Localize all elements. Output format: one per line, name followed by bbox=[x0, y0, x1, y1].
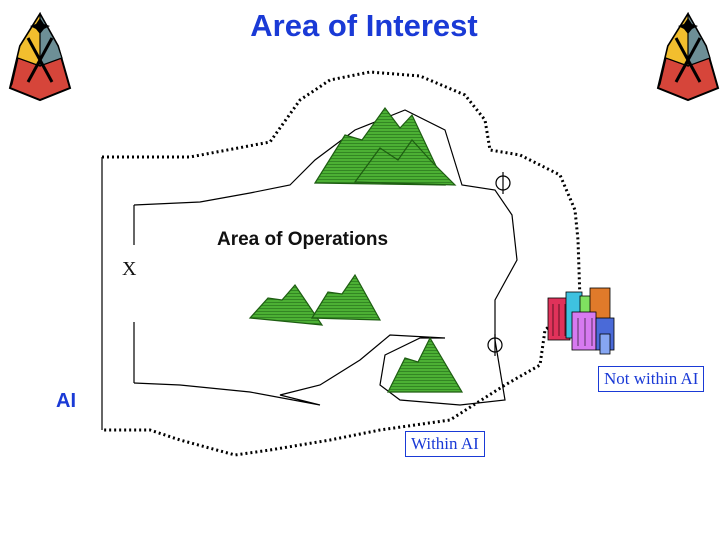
city-buildings-icon bbox=[547, 287, 615, 355]
unit-insignia-icon bbox=[8, 11, 72, 102]
area-of-operations-label: Area of Operations bbox=[217, 229, 389, 250]
unit-insignia-icon bbox=[656, 11, 720, 102]
circle-cross-icon bbox=[495, 172, 511, 194]
slide-title: Area of Interest bbox=[250, 8, 478, 43]
ai-label: AI bbox=[56, 390, 76, 412]
mountain-icon bbox=[313, 106, 457, 186]
mountain-icon bbox=[387, 336, 464, 393]
area-of-operations-boundary bbox=[133, 109, 518, 406]
x-marker: X bbox=[122, 258, 137, 280]
area-of-interest-boundary bbox=[102, 70, 582, 457]
mountain-icon bbox=[248, 273, 382, 326]
within-ai-label: Within AI bbox=[405, 431, 485, 457]
circle-cross-icon bbox=[487, 334, 503, 356]
not-within-ai-label: Not within AI bbox=[598, 366, 705, 392]
